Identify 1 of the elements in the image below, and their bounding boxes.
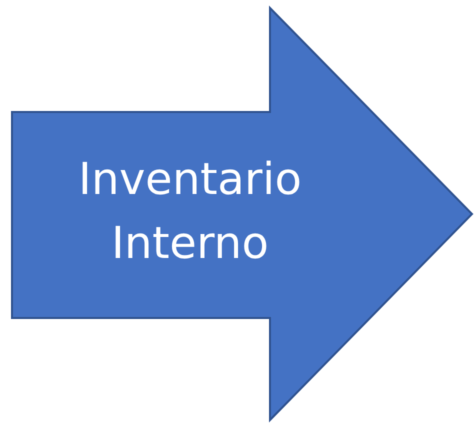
arrow-label: Inventario Interno [77, 153, 303, 271]
